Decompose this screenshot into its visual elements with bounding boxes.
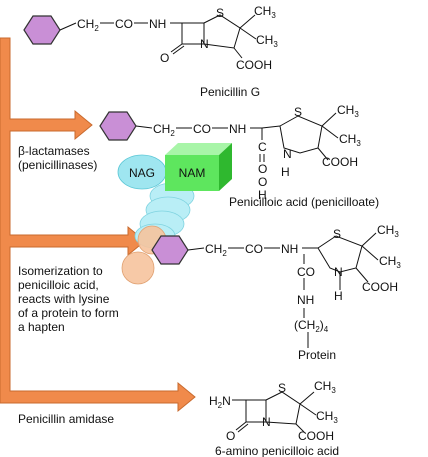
hp-n: N [334, 265, 343, 279]
hp-ch3-a: CH3 [377, 223, 399, 239]
pg-ch3-b: CH3 [256, 33, 278, 49]
nam-front-face [165, 155, 219, 191]
hp-protein: Protein [298, 348, 336, 362]
amidase-line: Penicillin amidase [18, 412, 115, 426]
beta-lactamases-label: β-lactamases (penicillinases) [18, 144, 97, 172]
hapten-atoms: CH2 CO NH S CH3 CH3 CO N H COOH NH (CH2)… [205, 223, 401, 362]
hapten-structure [151, 232, 379, 348]
nam-label: NAM [179, 166, 206, 180]
pg-cooh: COOH [236, 58, 272, 72]
hp-nh: NH [281, 242, 298, 256]
pa-s: S [294, 105, 302, 119]
ap-n: N [262, 415, 271, 429]
penicilloic-acid-name: Penicilloic acid (penicilloate) [229, 195, 379, 209]
isomerization-line-4: of a protein to form [18, 306, 119, 320]
hp-co2: CO [297, 265, 315, 279]
isomerization-line-5: a hapten [18, 320, 65, 334]
pg-n: N [200, 37, 209, 51]
pa-o2: O [258, 175, 267, 189]
pg-s: S [216, 6, 224, 20]
pg-ch3-a: CH3 [254, 4, 276, 20]
peptidoglycan-chain: NAG NAM [117, 143, 232, 285]
benzene-ring-icon [99, 111, 137, 141]
pa-h2: H [281, 165, 290, 179]
ap-cooh: COOH [298, 429, 334, 443]
nam-side-face [219, 143, 232, 191]
amidase-label: Penicillin amidase [18, 412, 114, 426]
beta-lactamases-line-2: (penicillinases) [18, 158, 98, 172]
aminopenicillanic-structure [232, 391, 317, 433]
ap-o: O [226, 429, 235, 443]
pg-ch2: CH2 [77, 17, 99, 33]
ap-s: S [278, 381, 286, 395]
isomerization-line-1: Isomerization to [18, 264, 103, 278]
pa-cooh: COOH [322, 155, 358, 169]
hp-s: S [333, 227, 341, 241]
nag-label: NAG [129, 166, 155, 180]
hp-ch2: CH2 [205, 242, 227, 258]
isomerization-line-3: reacts with lysine [18, 292, 110, 306]
penicilloic-acid-atoms: CH2 CO NH S CH3 CH3 C O O H N H COOH Pen… [153, 103, 379, 209]
isomerization-line-2: penicilloic acid, [18, 278, 99, 292]
pg-nh: NH [149, 17, 166, 31]
pa-h1: H [258, 188, 267, 202]
pa-nh: NH [229, 122, 246, 136]
aminopenicillanic-name: 6-amino penicilloic acid [215, 444, 339, 457]
hp-h: H [334, 289, 343, 303]
isomerization-label: Isomerization to penicilloic acid, react… [18, 264, 119, 334]
hp-ch3-b: CH3 [379, 254, 401, 270]
pg-co: CO [115, 17, 133, 31]
ap-ch3-b: CH3 [316, 409, 338, 425]
pa-ch3-a: CH3 [337, 103, 359, 119]
penicillin-g-name: Penicillin G [200, 85, 260, 99]
pa-o1: O [258, 162, 267, 176]
aminopenicillanic-atoms: H2N S CH3 CH3 N O COOH 6-amino penicillo… [209, 379, 339, 457]
pa-co: CO [193, 122, 211, 136]
lysine-sphere-2 [121, 251, 155, 285]
penicillin-g-atoms: CH2 CO NH S CH3 CH3 N O COOH Penicillin … [77, 4, 278, 99]
pa-ch2: CH2 [153, 122, 175, 138]
hp-co: CO [245, 242, 263, 256]
hp-nh2: NH [297, 293, 314, 307]
hp-cooh: COOH [362, 280, 398, 294]
penicillin-g-structure [23, 14, 257, 59]
beta-lactamases-line-1: β-lactamases [18, 144, 90, 158]
penicilloic-acid-structure [99, 111, 339, 162]
nam-top-face [165, 143, 232, 155]
pa-n: N [283, 147, 292, 161]
pg-o: O [160, 51, 169, 65]
hp-ch2-chain: (CH2)4 [294, 318, 329, 334]
pa-ch3-b: CH3 [339, 132, 361, 148]
pa-c: C [258, 140, 267, 154]
ap-ch3-a: CH3 [314, 379, 336, 395]
ap-h2n: H2N [209, 394, 231, 410]
benzene-ring-icon [23, 15, 61, 45]
